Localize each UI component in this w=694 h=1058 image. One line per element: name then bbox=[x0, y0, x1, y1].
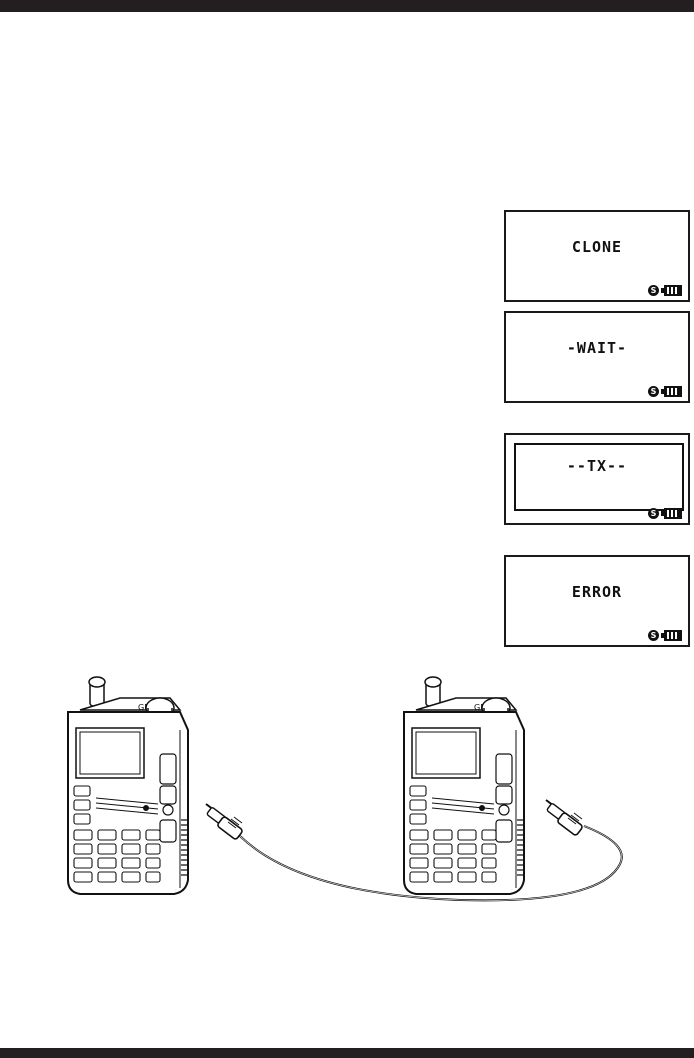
lcd-display-tx: --TX-- S bbox=[504, 433, 690, 525]
cable-plug-right bbox=[546, 800, 583, 836]
radio-transceiver-right bbox=[404, 677, 524, 894]
battery-icon bbox=[661, 285, 682, 296]
lcd-message: ERROR bbox=[506, 583, 688, 601]
s-meter-icon: S bbox=[648, 508, 659, 519]
lcd-message: -WAIT- bbox=[506, 339, 688, 357]
lcd-message: CLONE bbox=[506, 238, 688, 256]
s-meter-icon: S bbox=[648, 386, 659, 397]
battery-icon bbox=[661, 508, 682, 519]
battery-icon bbox=[661, 630, 682, 641]
s-meter-icon: S bbox=[648, 285, 659, 296]
lcd-display-wait: -WAIT- S bbox=[504, 311, 690, 403]
status-icons: S bbox=[648, 386, 682, 397]
tx-frame bbox=[514, 443, 684, 511]
status-icons: S bbox=[648, 630, 682, 641]
status-icons: S bbox=[648, 508, 682, 519]
footer-bar bbox=[0, 1048, 694, 1058]
radio-transceiver-left bbox=[68, 677, 188, 894]
lcd-display-clone: CLONE S bbox=[504, 210, 690, 302]
lcd-message: --TX-- bbox=[506, 457, 688, 475]
lcd-display-error: ERROR S bbox=[504, 555, 690, 647]
s-meter-icon: S bbox=[648, 630, 659, 641]
status-icons: S bbox=[648, 285, 682, 296]
battery-icon bbox=[661, 386, 682, 397]
header-bar bbox=[0, 0, 694, 12]
cable-plug-left bbox=[206, 804, 243, 840]
clone-illustration: GPS bbox=[0, 664, 694, 924]
